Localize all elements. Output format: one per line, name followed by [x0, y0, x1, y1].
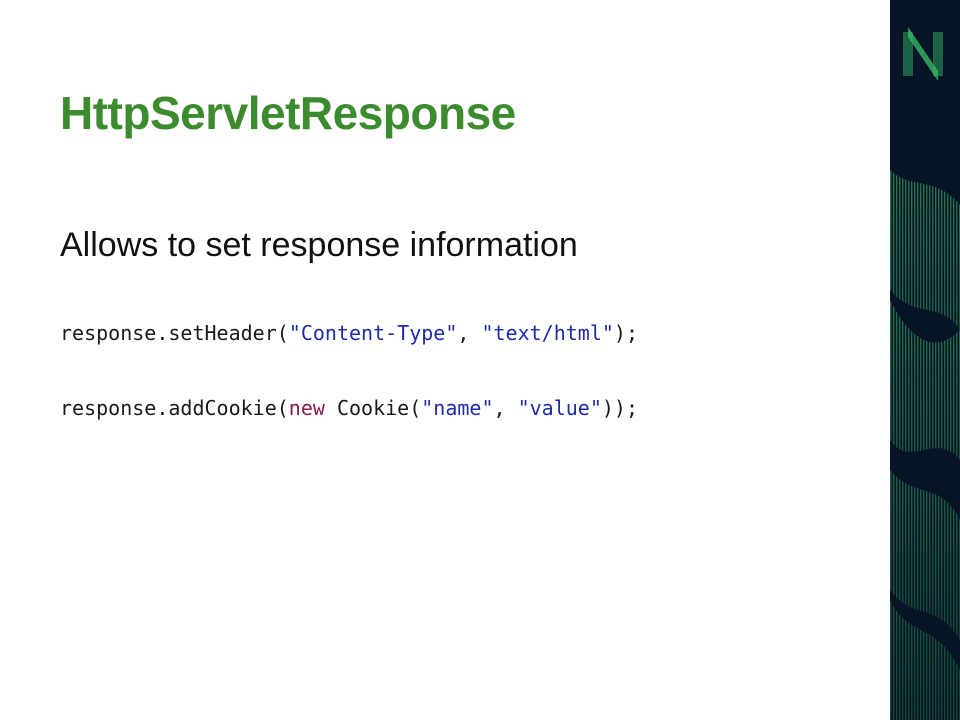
code-token: response.setHeader( — [60, 321, 289, 345]
code-token: ); — [613, 321, 638, 345]
code-keyword: new — [288, 396, 325, 420]
code-line-add-cookie: response.addCookie(new Cookie("name", "v… — [60, 396, 638, 420]
code-string: "text/html" — [481, 321, 614, 345]
code-token: , — [457, 321, 482, 345]
green-wave-stripes-decoration — [890, 27, 960, 720]
code-string: "name" — [421, 396, 494, 420]
code-line-set-header: response.setHeader("Content-Type", "text… — [60, 321, 638, 345]
code-string: "Content-Type" — [288, 321, 458, 345]
code-token: Cookie( — [324, 396, 422, 420]
code-token: response.addCookie( — [60, 396, 289, 420]
code-token: , — [493, 396, 518, 420]
code-token: )); — [601, 396, 638, 420]
code-string: "value" — [517, 396, 602, 420]
letter-n-logo-icon — [903, 27, 943, 81]
slide-subtitle: Allows to set response information — [60, 226, 578, 264]
decorative-side-panel — [890, 0, 960, 720]
slide-title: HttpServletResponse — [60, 87, 516, 139]
